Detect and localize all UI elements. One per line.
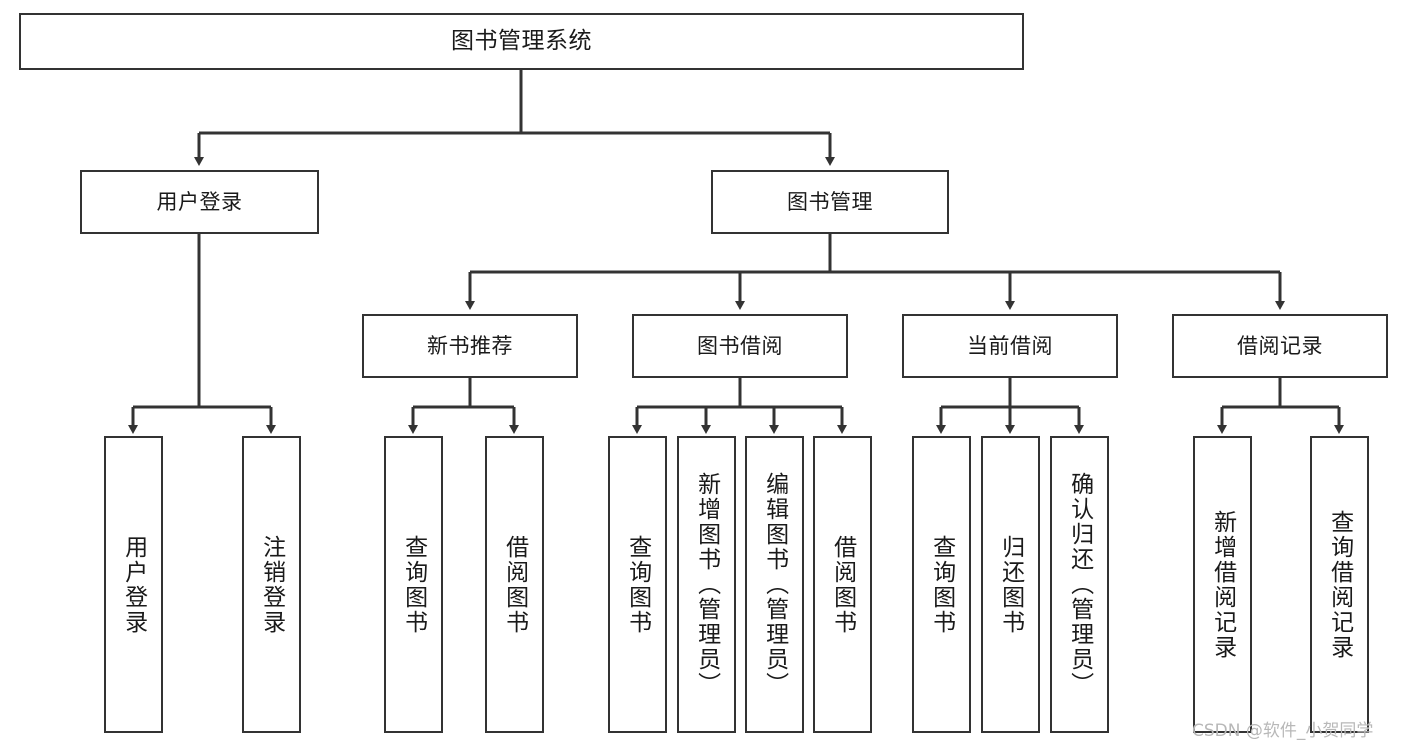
node-book-borrow-label: 图书借阅 <box>697 333 783 358</box>
node-root-label: 图书管理系统 <box>451 27 592 54</box>
node-leaf-add-record-label: 新增借阅记录 <box>1209 509 1236 660</box>
node-leaf-borrow-book-a-label: 借阅图书 <box>501 534 528 635</box>
node-leaf-user-login-label: 用户登录 <box>120 534 147 635</box>
node-leaf-return-book[interactable]: 归还图书 <box>981 436 1040 733</box>
node-leaf-query-record[interactable]: 查询借阅记录 <box>1310 436 1369 733</box>
node-borrow-record[interactable]: 借阅记录 <box>1172 314 1388 378</box>
node-leaf-edit-book[interactable]: 编辑图书（管理员） <box>745 436 804 733</box>
node-user-login[interactable]: 用户登录 <box>80 170 319 234</box>
node-leaf-add-book-label: 新增图书（管理员） <box>693 472 720 697</box>
node-leaf-confirm-return-label: 确认归还（管理员） <box>1066 472 1093 697</box>
node-leaf-query-book-c-label: 查询图书 <box>928 534 955 635</box>
node-leaf-user-login[interactable]: 用户登录 <box>104 436 163 733</box>
node-current-borrow-label: 当前借阅 <box>967 333 1053 358</box>
node-leaf-borrow-book-a[interactable]: 借阅图书 <box>485 436 544 733</box>
csdn-watermark: CSDN @软件_小贺同学 <box>1192 721 1374 741</box>
node-leaf-query-book-a-label: 查询图书 <box>400 534 427 635</box>
node-borrow-record-label: 借阅记录 <box>1237 333 1323 358</box>
node-leaf-query-book-b-label: 查询图书 <box>624 534 651 635</box>
node-leaf-query-book-a[interactable]: 查询图书 <box>384 436 443 733</box>
node-leaf-edit-book-label: 编辑图书（管理员） <box>761 472 788 697</box>
node-book-manage[interactable]: 图书管理 <box>711 170 949 234</box>
node-current-borrow[interactable]: 当前借阅 <box>902 314 1118 378</box>
node-book-manage-label: 图书管理 <box>787 189 873 214</box>
node-leaf-query-book-b[interactable]: 查询图书 <box>608 436 667 733</box>
node-user-login-label: 用户登录 <box>156 189 243 214</box>
node-book-borrow[interactable]: 图书借阅 <box>632 314 848 378</box>
node-leaf-confirm-return[interactable]: 确认归还（管理员） <box>1050 436 1109 733</box>
node-leaf-borrow-book-b-label: 借阅图书 <box>829 534 856 635</box>
node-new-book-recommend[interactable]: 新书推荐 <box>362 314 578 378</box>
node-root[interactable]: 图书管理系统 <box>19 13 1024 70</box>
node-new-book-recommend-label: 新书推荐 <box>427 333 513 358</box>
node-leaf-add-book[interactable]: 新增图书（管理员） <box>677 436 736 733</box>
node-leaf-logout[interactable]: 注销登录 <box>242 436 301 733</box>
node-leaf-return-book-label: 归还图书 <box>997 534 1024 635</box>
node-leaf-logout-label: 注销登录 <box>258 534 285 635</box>
node-leaf-query-book-c[interactable]: 查询图书 <box>912 436 971 733</box>
node-leaf-query-record-label: 查询借阅记录 <box>1326 509 1353 660</box>
node-leaf-add-record[interactable]: 新增借阅记录 <box>1193 436 1252 733</box>
node-leaf-borrow-book-b[interactable]: 借阅图书 <box>813 436 872 733</box>
